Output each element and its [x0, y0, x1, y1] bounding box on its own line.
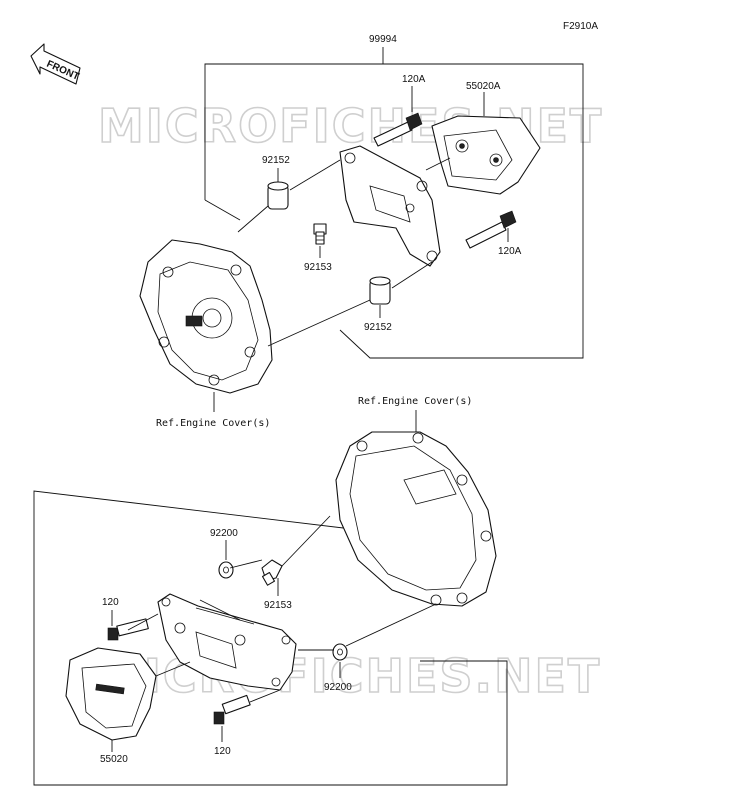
watermark-bottom: MICROFICHES.NET	[96, 649, 601, 703]
leader-lines-upper	[204, 157, 451, 347]
label-99994: 99994	[369, 34, 397, 45]
bolt-120-bottom	[213, 694, 251, 725]
engine-cover-lower	[335, 431, 497, 607]
front-direction-arrow-icon: FRONT	[30, 43, 81, 85]
collar-92152-upper	[267, 181, 289, 210]
label-55020: 55020	[100, 754, 128, 765]
bolt-120a-mid	[465, 210, 517, 249]
label-92153-upper: 92153	[304, 262, 332, 273]
assembly-outline-upper	[204, 47, 584, 359]
bracket-plate-upper	[339, 145, 441, 267]
label-92200-upper: 92200	[210, 528, 238, 539]
assembly-outline-lower	[33, 490, 508, 786]
label-120a-upper: 120A	[402, 74, 426, 85]
label-92200-lower: 92200	[324, 682, 352, 693]
label-120-left: 120	[102, 597, 119, 608]
label-ref-engine-cover-right: Ref.Engine Cover(s)	[358, 396, 472, 407]
bolt-120a-upper	[373, 112, 423, 147]
label-ref-engine-cover-left: Ref.Engine Cover(s)	[156, 418, 270, 429]
diagram-code: F2910A	[563, 21, 598, 32]
washer-92200-upper	[218, 561, 234, 579]
label-120a-mid: 120A	[498, 246, 522, 257]
bracket-plate-lower	[157, 593, 297, 691]
washer-92200-lower	[332, 643, 348, 661]
label-120-bottom: 120	[214, 746, 231, 757]
label-55020a: 55020A	[466, 81, 501, 92]
label-92152-lower: 92152	[364, 322, 392, 333]
bolt-92153-lower	[261, 559, 283, 586]
label-92152-upper: 92152	[262, 155, 290, 166]
engine-guard-55020a	[431, 115, 541, 195]
leader-lines-lower	[127, 515, 437, 703]
bolt-92153-upper	[313, 223, 327, 245]
label-92153-lower: 92153	[264, 600, 292, 611]
collar-92152-lower	[369, 276, 391, 305]
engine-cover-upper	[139, 239, 273, 394]
engine-guard-55020	[65, 647, 157, 741]
